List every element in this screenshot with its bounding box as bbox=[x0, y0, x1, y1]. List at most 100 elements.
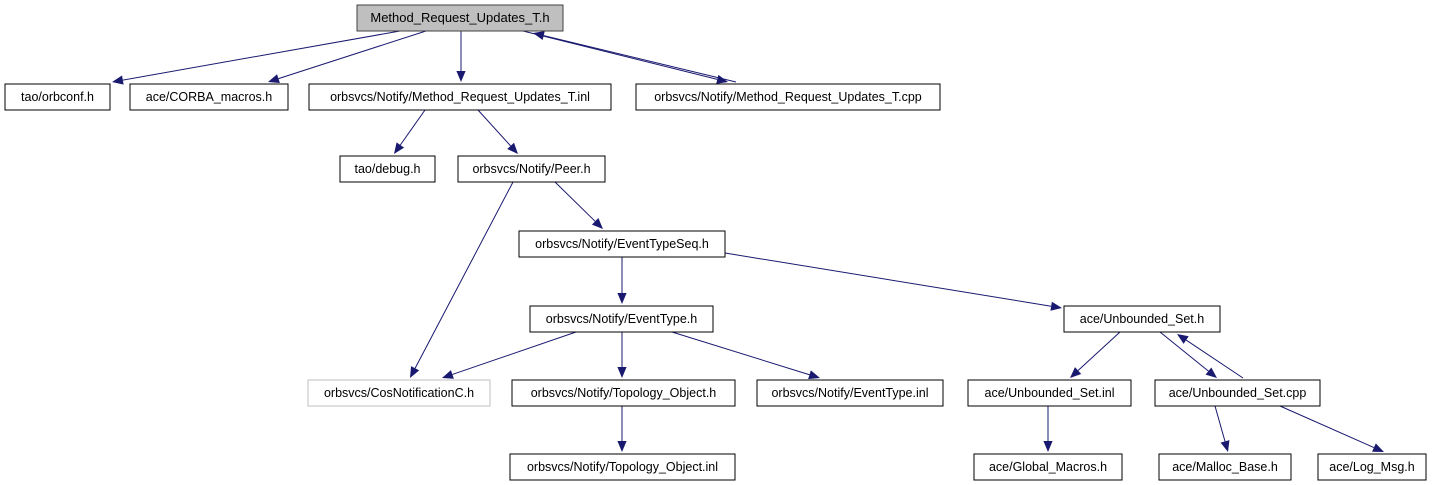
node-unbounded_inl[interactable]: ace/Unbounded_Set.inl bbox=[967, 379, 1132, 407]
edge-line bbox=[671, 331, 810, 376]
node-debug[interactable]: tao/debug.h bbox=[339, 155, 436, 183]
node-unbounded_cpp[interactable]: ace/Unbounded_Set.cpp bbox=[1154, 379, 1321, 407]
arrowhead-icon bbox=[1177, 334, 1189, 344]
node-box[interactable] bbox=[1158, 453, 1292, 481]
edge-mru_inl-to-peer bbox=[477, 109, 518, 154]
edge-eventtype-to-cosnotification bbox=[442, 331, 577, 379]
arrowhead-icon bbox=[507, 142, 518, 154]
edge-root-to-orbconf bbox=[112, 30, 401, 85]
node-label: orbsvcs/Notify/Peer.h bbox=[472, 162, 590, 176]
node-label: ace/Log_Msg.h bbox=[1329, 460, 1415, 474]
arrowhead-icon bbox=[112, 75, 124, 85]
node-mru_cpp[interactable]: orbsvcs/Notify/Method_Request_Updates_T.… bbox=[635, 83, 941, 111]
edge-line bbox=[1279, 405, 1375, 449]
node-box[interactable] bbox=[511, 379, 736, 407]
edge-unbounded_inl-to-global_macros bbox=[1043, 406, 1053, 452]
edge-line bbox=[278, 30, 427, 80]
edge-mru_cpp-to-root bbox=[533, 31, 737, 83]
node-box[interactable] bbox=[308, 83, 612, 111]
node-box[interactable] bbox=[356, 4, 564, 32]
node-mru_inl[interactable]: orbsvcs/Notify/Method_Request_Updates_T.… bbox=[308, 83, 612, 111]
node-topology_inl[interactable]: orbsvcs/Notify/Topology_Object.inl bbox=[509, 453, 736, 481]
node-cosnotification[interactable]: orbsvcs/CosNotificationC.h bbox=[307, 379, 491, 407]
node-label: orbsvcs/Notify/EventTypeSeq.h bbox=[535, 237, 709, 251]
node-unbounded_set_h[interactable]: ace/Unbounded_Set.h bbox=[1063, 305, 1221, 333]
node-eventtypeseq[interactable]: orbsvcs/Notify/EventTypeSeq.h bbox=[518, 230, 726, 258]
edge-root-to-mru_cpp bbox=[522, 30, 728, 84]
node-box[interactable] bbox=[307, 379, 491, 407]
edge-eventtype-to-topology_h bbox=[617, 332, 627, 378]
edge-unbounded_cpp-to-log_msg bbox=[1279, 405, 1384, 452]
edge-unbounded_cpp-to-unbounded_set_h bbox=[1177, 334, 1244, 379]
edge-peer-to-cosnotification bbox=[410, 181, 514, 378]
node-label: Method_Request_Updates_T.h bbox=[370, 10, 549, 25]
edge-line bbox=[543, 35, 737, 83]
node-box[interactable] bbox=[756, 379, 944, 407]
node-eventtype_inl[interactable]: orbsvcs/Notify/EventType.inl bbox=[756, 379, 944, 407]
arrowhead-icon bbox=[533, 31, 545, 41]
node-box[interactable] bbox=[635, 83, 941, 111]
node-box[interactable] bbox=[518, 230, 726, 258]
arrowhead-icon bbox=[1043, 441, 1053, 452]
node-label: tao/orbconf.h bbox=[21, 90, 94, 104]
node-box[interactable] bbox=[1063, 305, 1221, 333]
edge-mru_inl-to-debug bbox=[394, 109, 426, 154]
arrowhead-icon bbox=[617, 441, 627, 452]
edge-line bbox=[122, 30, 401, 81]
arrowhead-icon bbox=[268, 74, 280, 83]
arrowhead-icon bbox=[617, 293, 627, 304]
edge-line bbox=[414, 181, 514, 369]
node-box[interactable] bbox=[129, 83, 289, 111]
node-global_macros[interactable]: ace/Global_Macros.h bbox=[973, 453, 1123, 481]
edge-line bbox=[1185, 339, 1244, 379]
node-topology_h[interactable]: orbsvcs/Notify/Topology_Object.h bbox=[511, 379, 736, 407]
edges-layer bbox=[112, 30, 1384, 452]
arrowhead-icon bbox=[1220, 440, 1230, 452]
node-peer[interactable]: orbsvcs/Notify/Peer.h bbox=[457, 155, 606, 183]
edge-line bbox=[1159, 331, 1209, 372]
node-box[interactable] bbox=[529, 305, 714, 333]
arrowhead-icon bbox=[456, 71, 466, 82]
edge-line bbox=[399, 109, 426, 146]
arrowhead-icon bbox=[1070, 367, 1082, 378]
node-orbconf[interactable]: tao/orbconf.h bbox=[4, 83, 111, 111]
node-malloc_base[interactable]: ace/Malloc_Base.h bbox=[1158, 453, 1292, 481]
node-box[interactable] bbox=[1154, 379, 1321, 407]
node-label: ace/Unbounded_Set.h bbox=[1080, 312, 1204, 326]
node-label: ace/Malloc_Base.h bbox=[1172, 460, 1278, 474]
edge-line bbox=[477, 109, 511, 147]
node-box[interactable] bbox=[967, 379, 1132, 407]
node-label: orbsvcs/Notify/Topology_Object.inl bbox=[527, 460, 718, 474]
edge-unbounded_set_h-to-unbounded_inl bbox=[1070, 331, 1121, 378]
arrowhead-icon bbox=[591, 218, 603, 229]
edge-topology_h-to-topology_inl bbox=[617, 406, 627, 452]
node-box[interactable] bbox=[509, 453, 736, 481]
edge-unbounded_cpp-to-malloc_base bbox=[1214, 405, 1230, 452]
node-box[interactable] bbox=[4, 83, 111, 111]
edge-eventtypeseq-to-unbounded_set_h bbox=[724, 252, 1062, 311]
node-label: ace/CORBA_macros.h bbox=[146, 90, 272, 104]
node-eventtype[interactable]: orbsvcs/Notify/EventType.h bbox=[529, 305, 714, 333]
edge-line bbox=[724, 252, 1052, 307]
arrowhead-icon bbox=[808, 370, 820, 380]
edge-line bbox=[554, 181, 596, 222]
node-corba_macros[interactable]: ace/CORBA_macros.h bbox=[129, 83, 289, 111]
node-root[interactable]: Method_Request_Updates_T.h bbox=[356, 4, 564, 32]
node-log_msg[interactable]: ace/Log_Msg.h bbox=[1317, 453, 1427, 481]
arrowhead-icon bbox=[617, 367, 627, 378]
edge-eventtypeseq-to-eventtype bbox=[617, 257, 627, 304]
node-box[interactable] bbox=[339, 155, 436, 183]
edge-line bbox=[452, 331, 577, 375]
edge-line bbox=[522, 30, 718, 80]
arrowhead-icon bbox=[394, 142, 405, 154]
edge-peer-to-eventtypeseq bbox=[554, 181, 603, 229]
node-label: orbsvcs/Notify/EventType.h bbox=[546, 312, 698, 326]
edge-root-to-mru_inl bbox=[456, 31, 466, 82]
arrowhead-icon bbox=[716, 74, 728, 84]
node-box[interactable] bbox=[973, 453, 1123, 481]
edge-unbounded_set_h-to-unbounded_cpp bbox=[1159, 331, 1217, 378]
node-box[interactable] bbox=[457, 155, 606, 183]
node-box[interactable] bbox=[1317, 453, 1427, 481]
node-label: ace/Global_Macros.h bbox=[989, 460, 1107, 474]
node-label: ace/Unbounded_Set.inl bbox=[985, 386, 1115, 400]
